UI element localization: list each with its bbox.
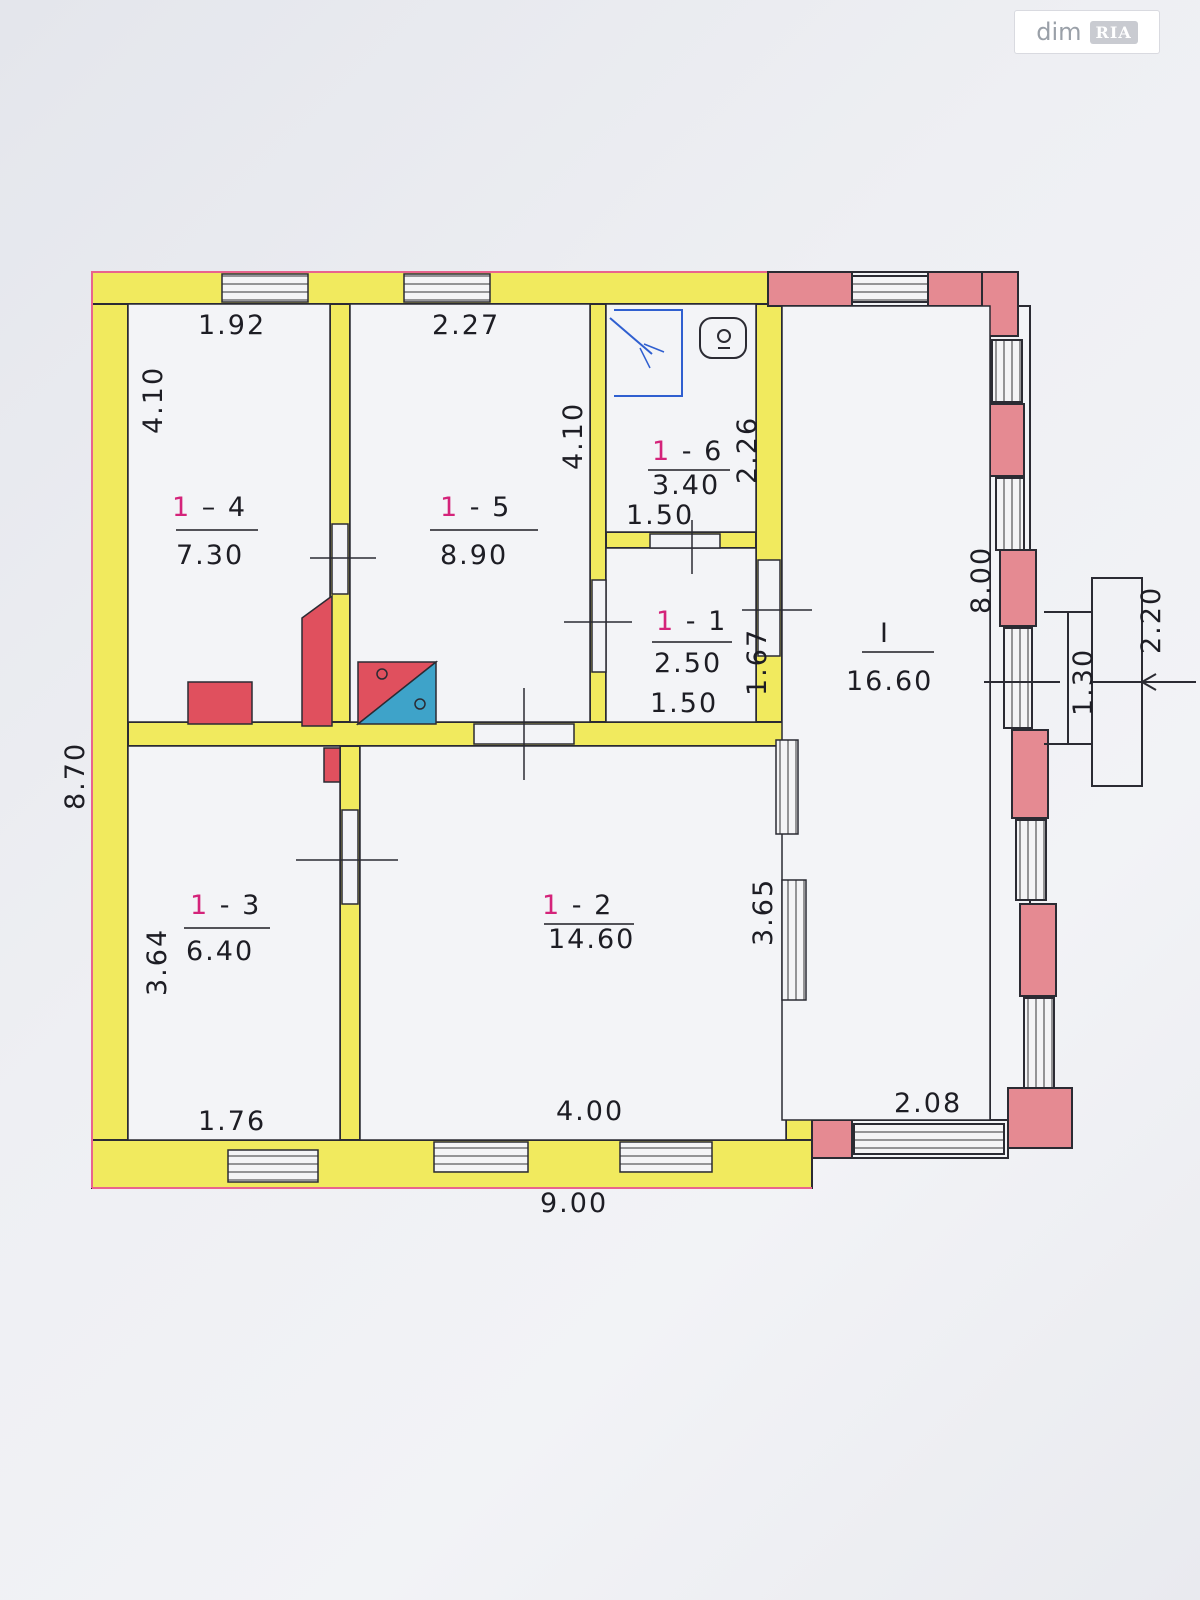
room-1-3-area: 6.40 xyxy=(186,936,254,967)
wall-between-14-15 xyxy=(329,303,351,729)
veranda-pillar xyxy=(1007,1087,1073,1149)
door-15-11 xyxy=(591,579,607,673)
room-1-4-width: 1.92 xyxy=(198,310,266,341)
window-east-12b xyxy=(781,879,807,1001)
room-1-6-area: 3.40 xyxy=(652,470,720,501)
door-16-11 xyxy=(649,533,721,549)
chimney-small xyxy=(323,747,341,783)
veranda-pillar xyxy=(1019,903,1057,997)
veranda-pillar xyxy=(767,271,853,307)
toilet-icon xyxy=(699,317,747,359)
room-1-5-width: 2.27 xyxy=(432,310,500,341)
room-1-5-label: 1 - 5 xyxy=(440,492,511,523)
room-1-4-area: 7.30 xyxy=(176,540,244,571)
veranda-window xyxy=(1003,627,1033,729)
window-north-15 xyxy=(403,273,491,303)
room-1-6-width: 1.50 xyxy=(626,500,694,531)
window-south-12a xyxy=(433,1141,529,1173)
veranda-pillar xyxy=(811,1119,853,1159)
room-1-2-width: 4.00 xyxy=(556,1096,624,1127)
veranda-label: I xyxy=(880,618,890,649)
door-openings xyxy=(296,520,812,905)
veranda-pillar xyxy=(989,403,1025,477)
veranda-window xyxy=(851,275,929,303)
veranda-pillar xyxy=(1011,729,1049,819)
veranda-window xyxy=(995,477,1025,551)
shower-icon xyxy=(614,309,683,397)
overall-width: 9.00 xyxy=(540,1188,608,1219)
room-1-5-area: 8.90 xyxy=(440,540,508,571)
stove-block xyxy=(187,681,253,725)
veranda-window xyxy=(991,339,1023,403)
veranda-window xyxy=(1023,997,1055,1089)
window-south-12b xyxy=(619,1141,713,1173)
window-east-12a xyxy=(775,739,799,835)
window-south-13 xyxy=(227,1149,319,1183)
veranda-window xyxy=(1015,819,1047,901)
watermark-badge: RIA xyxy=(1089,20,1138,44)
wall-west xyxy=(91,271,129,1189)
room-1-1-depth: 1.67 xyxy=(742,628,773,696)
room-1-6-label: 1 - 6 xyxy=(652,436,723,467)
watermark-text: dim xyxy=(1036,18,1082,46)
room-1-1-width: 1.50 xyxy=(650,688,718,719)
chimney xyxy=(301,594,333,727)
door-13-12 xyxy=(341,809,359,905)
veranda-pillar xyxy=(999,549,1037,627)
room-1-3-width: 1.76 xyxy=(198,1106,266,1137)
room-1-2-area: 14.60 xyxy=(548,924,635,955)
room-1-5-depth: 4.10 xyxy=(558,402,589,470)
window-north-14 xyxy=(221,273,309,303)
room-1-1-area: 2.50 xyxy=(654,648,722,679)
watermark-logo: dim RIA xyxy=(1014,10,1160,54)
bathroom-fixtures xyxy=(609,309,747,397)
stove xyxy=(187,594,439,783)
windows xyxy=(221,273,807,1183)
room-1-3-depth: 3.64 xyxy=(142,928,173,996)
porch-depth: 2.20 xyxy=(1136,586,1167,654)
veranda-depth: 8.00 xyxy=(966,546,997,614)
porch-width: 1.30 xyxy=(1068,648,1099,716)
veranda-walls xyxy=(767,271,1073,1159)
room-1-2-label: 1 - 2 xyxy=(542,890,613,921)
room-1-6-depth: 2.26 xyxy=(732,416,763,484)
room-floors xyxy=(127,303,787,1141)
room-1-4-label: 1 – 4 xyxy=(172,492,247,523)
porch xyxy=(984,577,1196,787)
door-14-15 xyxy=(331,523,349,595)
room-1-2-depth: 3.65 xyxy=(748,878,779,946)
wall-between-13-12 xyxy=(339,745,361,1141)
room-1-3-label: 1 - 3 xyxy=(190,890,261,921)
room-1-1-label: 1 - 1 xyxy=(656,606,727,637)
door-11-veranda xyxy=(757,559,781,657)
veranda-area: 16.60 xyxy=(846,666,933,697)
veranda-width: 2.08 xyxy=(894,1088,962,1119)
outline-highlight xyxy=(91,271,768,1188)
wall-mid-horizontal xyxy=(127,721,791,747)
veranda-window xyxy=(853,1123,1005,1155)
overall-depth: 8.70 xyxy=(60,742,91,810)
room-1-4-depth: 4.10 xyxy=(138,366,169,434)
